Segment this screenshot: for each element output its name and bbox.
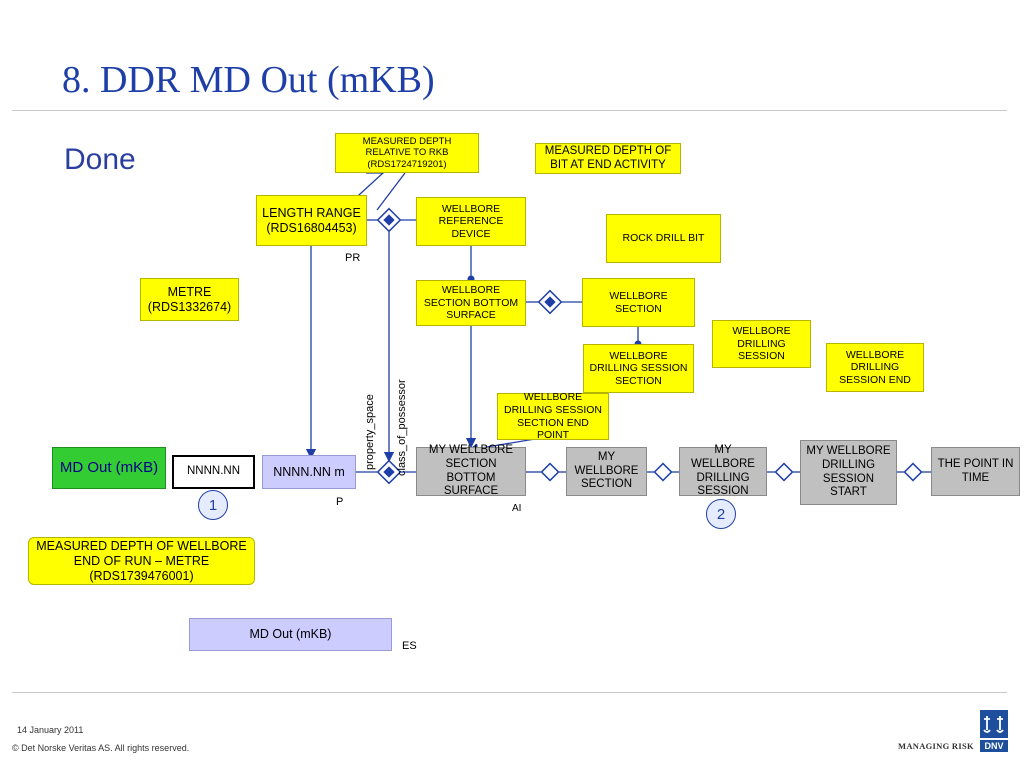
relation-diamond-top	[376, 207, 402, 233]
wellbore-drilling-session-box: WELLBORE DRILLING SESSION	[712, 320, 811, 368]
measured-depth-bit-box: MEASURED DEPTH OF BIT AT END ACTIVITY	[535, 143, 681, 174]
metre-box: METRE (RDS1332674)	[140, 278, 239, 321]
my-wellbore-section-box: MY WELLBORE SECTION	[566, 447, 647, 496]
my-wellbore-drilling-session-start-box: MY WELLBORE DRILLING SESSION START	[800, 440, 897, 505]
value-placeholder-box: NNNN.NN	[172, 455, 255, 489]
managing-risk-tagline: MANAGING RISK	[898, 741, 974, 751]
footer-copyright: © Det Norske Veritas AS. All rights rese…	[12, 743, 190, 753]
relation-diamond-middle	[537, 289, 563, 315]
dnv-logo: DNV	[980, 710, 1008, 754]
es-label: ES	[402, 640, 417, 652]
callout-pointer-right	[376, 172, 406, 211]
wellbore-drilling-session-section-box: WELLBORE DRILLING SESSION SECTION	[583, 344, 694, 393]
the-point-in-time-box: THE POINT IN TIME	[931, 447, 1020, 496]
callout-pointer-left	[347, 172, 385, 206]
property-space-label: property_space	[364, 394, 376, 470]
rock-drill-bit-box: ROCK DRILL BIT	[606, 214, 721, 263]
length-range-box: LENGTH RANGE (RDS16804453)	[256, 195, 367, 246]
footer-divider	[12, 692, 1007, 693]
wellbore-section-box: WELLBORE SECTION	[582, 278, 695, 327]
value-metre-box: NNNN.NN m	[262, 455, 356, 489]
wellbore-section-bottom-surface-box: WELLBORE SECTION BOTTOM SURFACE	[416, 280, 526, 326]
measured-depth-end-of-run-box: MEASURED DEPTH OF WELLBORE END OF RUN – …	[28, 537, 255, 585]
dnv-logo-text: DNV	[984, 741, 1004, 751]
wellbore-drilling-session-section-end-point-box: WELLBORE DRILLING SESSION SECTION END PO…	[497, 391, 609, 441]
step-1-badge: 1	[198, 490, 228, 520]
title-divider	[12, 110, 1007, 111]
wellbore-drilling-session-end-box: WELLBORE DRILLING SESSION END	[826, 343, 924, 392]
relation-diamond-row-4	[903, 462, 923, 482]
my-wellbore-section-bottom-surface-box: MY WELLBORE SECTION BOTTOM SURFACE	[416, 444, 526, 497]
class-of-possessor-label: class_of_possessor	[396, 379, 408, 476]
relation-diamond-bottom	[376, 459, 402, 485]
my-wellbore-drilling-session-box: MY WELLBORE DRILLING SESSION	[679, 444, 767, 497]
wellbore-reference-device-box: WELLBORE REFERENCE DEVICE	[416, 197, 526, 246]
step-2-badge: 2	[706, 499, 736, 529]
footer-date: 14 January 2011	[17, 725, 84, 735]
measured-depth-rkb-box: MEASURED DEPTH RELATIVE TO RKB (RDS17247…	[335, 133, 479, 173]
p-label: P	[336, 496, 344, 508]
pr-label: PR	[345, 252, 361, 264]
relation-diamond-row-2	[653, 462, 673, 482]
md-out-class-box: MD Out (mKB)	[189, 618, 392, 651]
ai-label: AI	[512, 503, 522, 514]
relation-diamond-row-3	[774, 462, 794, 482]
md-out-label-box: MD Out (mKB)	[52, 447, 166, 489]
status-heading: Done	[64, 143, 136, 176]
page-title: 8. DDR MD Out (mKB)	[62, 59, 435, 101]
dnv-logo-icon	[980, 710, 1008, 752]
relation-diamond-row-1	[540, 462, 560, 482]
